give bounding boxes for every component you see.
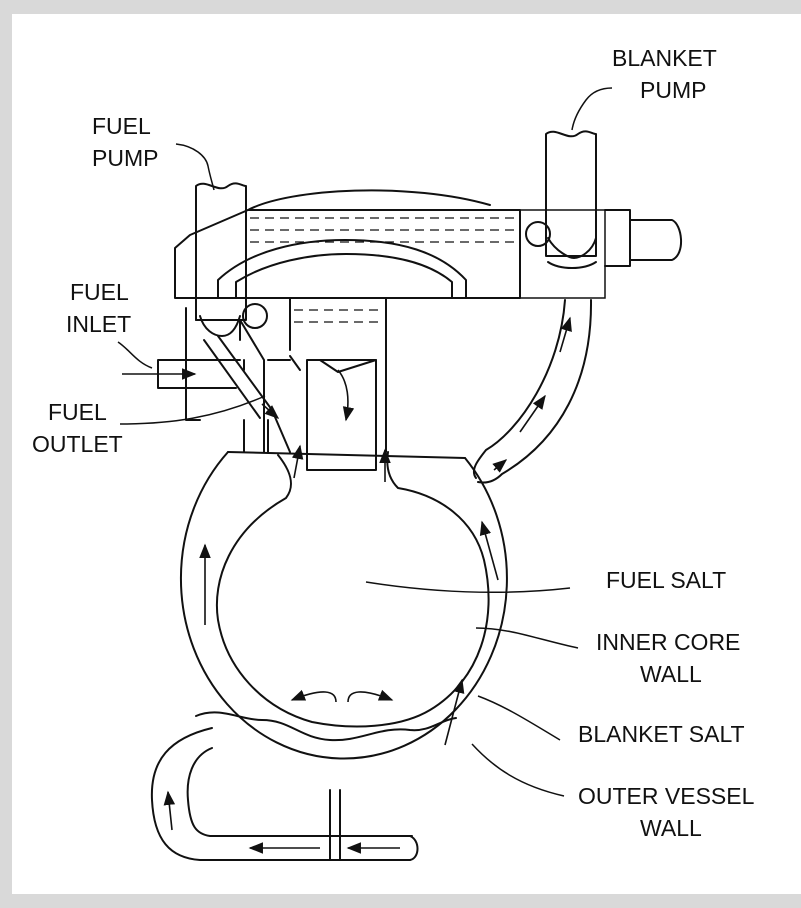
- outer-vessel-wall: [179, 451, 508, 760]
- label-outer-vessel-wall-line2: WALL: [640, 815, 702, 841]
- label-blanket-pump-line2: PUMP: [640, 77, 706, 103]
- leader-fuel-pump: [175, 143, 215, 191]
- fuel-inlet-pipe: [157, 359, 241, 389]
- leader-fuel-outlet: [119, 395, 266, 425]
- inner-core-wall: [215, 451, 490, 728]
- blanket-riser-pipe: [472, 299, 593, 484]
- central-downcomer: [289, 297, 387, 471]
- label-fuel-inlet-line1: FUEL: [70, 279, 129, 305]
- leader-blanket-pump: [571, 87, 613, 131]
- bottom-drain-pipe: [150, 727, 413, 861]
- label-blanket-salt: BLANKET SALT: [578, 721, 745, 747]
- label-fuel-inlet-line2: INLET: [66, 311, 131, 337]
- label-fuel-salt: FUEL SALT: [606, 567, 726, 593]
- label-inner-core-wall-line2: WALL: [640, 661, 702, 687]
- label-outer-vessel-wall-line1: OUTER VESSEL: [578, 783, 755, 809]
- blanket-pump-shaft: [545, 130, 597, 257]
- leader-fuel-salt: [365, 581, 571, 593]
- label-fuel-pump-line2: PUMP: [92, 145, 158, 171]
- label-fuel-pump-line1: FUEL: [92, 113, 151, 139]
- label-inner-core-wall-line1: INNER CORE: [596, 629, 740, 655]
- leader-inner-core-wall: [475, 627, 579, 649]
- vessel-top-plate: [227, 451, 466, 459]
- diagram-frame: [12, 14, 801, 894]
- blanket-pump-impeller: [525, 221, 551, 247]
- label-fuel-outlet-line1: FUEL: [48, 399, 107, 425]
- label-fuel-outlet-line2: OUTLET: [32, 431, 123, 457]
- leader-blanket-salt: [477, 695, 561, 741]
- leader-outer-vessel-wall: [471, 743, 565, 797]
- leader-fuel-inlet: [117, 341, 153, 369]
- label-blanket-pump-line1: BLANKET: [612, 45, 717, 71]
- blanket-salt-surface: [195, 711, 457, 742]
- fuel-pump-shaft: [195, 182, 247, 321]
- fuel-pump-impeller: [242, 303, 268, 329]
